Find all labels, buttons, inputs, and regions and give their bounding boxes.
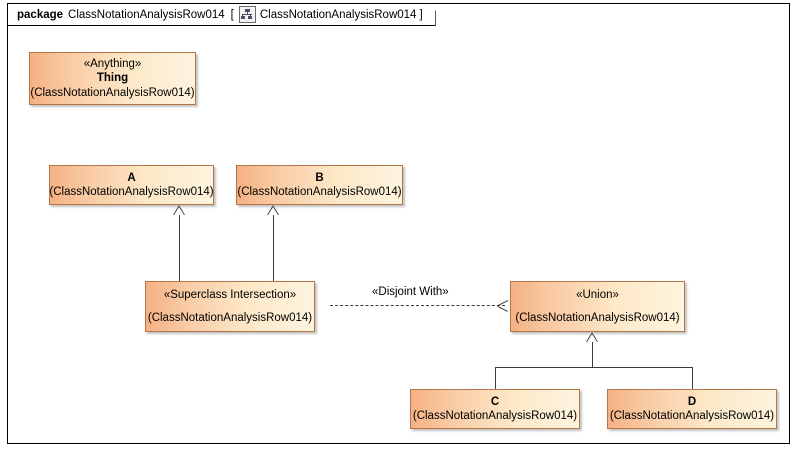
diagram-name: ClassNotationAnalysisRow014: [259, 8, 417, 21]
dependency-label-disjoint-with: «Disjoint With»: [372, 286, 449, 298]
generalization-line-to-b: [273, 215, 274, 281]
class-box-a[interactable]: A (ClassNotationAnalysisRow014): [49, 165, 214, 205]
class-name: C: [490, 395, 500, 408]
class-box-superclass-intersection[interactable]: «Superclass Intersection» (ClassNotation…: [145, 281, 315, 332]
bracket-close: ]: [419, 8, 423, 21]
class-stereotype: «Anything»: [83, 57, 142, 70]
dependency-line-disjoint-with: [330, 305, 505, 306]
package-header-tab[interactable]: package ClassNotationAnalysisRow014 [ Cl…: [7, 3, 436, 26]
class-name: A: [127, 171, 136, 184]
class-qualifier: (ClassNotationAnalysisRow014): [237, 186, 402, 198]
generalization-branch-c: [495, 367, 496, 389]
class-qualifier: (ClassNotationAnalysisRow014): [30, 86, 195, 99]
class-box-b[interactable]: B (ClassNotationAnalysisRow014): [236, 165, 403, 205]
generalization-crossbar-cd: [495, 367, 693, 368]
class-name: B: [315, 171, 324, 184]
class-name: Thing: [96, 72, 129, 85]
package-name: ClassNotationAnalysisRow014: [68, 8, 225, 21]
generalization-stem-union: [592, 342, 593, 368]
class-qualifier: (ClassNotationAnalysisRow014): [609, 410, 775, 422]
generalization-line-to-a: [179, 215, 180, 281]
class-qualifier: (ClassNotationAnalysisRow014): [515, 312, 680, 324]
class-qualifier: (ClassNotationAnalysisRow014): [49, 186, 214, 198]
class-box-union[interactable]: «Union» (ClassNotationAnalysisRow014): [510, 281, 685, 332]
bracket-open: [: [230, 8, 234, 21]
class-box-c[interactable]: C (ClassNotationAnalysisRow014): [410, 389, 580, 429]
generalization-branch-d: [692, 367, 693, 389]
package-keyword: package: [17, 8, 64, 21]
class-stereotype: «Union»: [576, 288, 619, 301]
class-box-thing[interactable]: «Anything» Thing (ClassNotationAnalysisR…: [29, 52, 196, 105]
class-box-d[interactable]: D (ClassNotationAnalysisRow014): [607, 389, 777, 429]
class-name: D: [687, 395, 697, 408]
class-qualifier: (ClassNotationAnalysisRow014): [147, 312, 313, 324]
class-qualifier: (ClassNotationAnalysisRow014): [412, 410, 578, 422]
class-stereotype: «Superclass Intersection»: [163, 288, 297, 301]
class-diagram-icon: [239, 6, 256, 23]
dependency-arrowhead: [497, 300, 509, 312]
